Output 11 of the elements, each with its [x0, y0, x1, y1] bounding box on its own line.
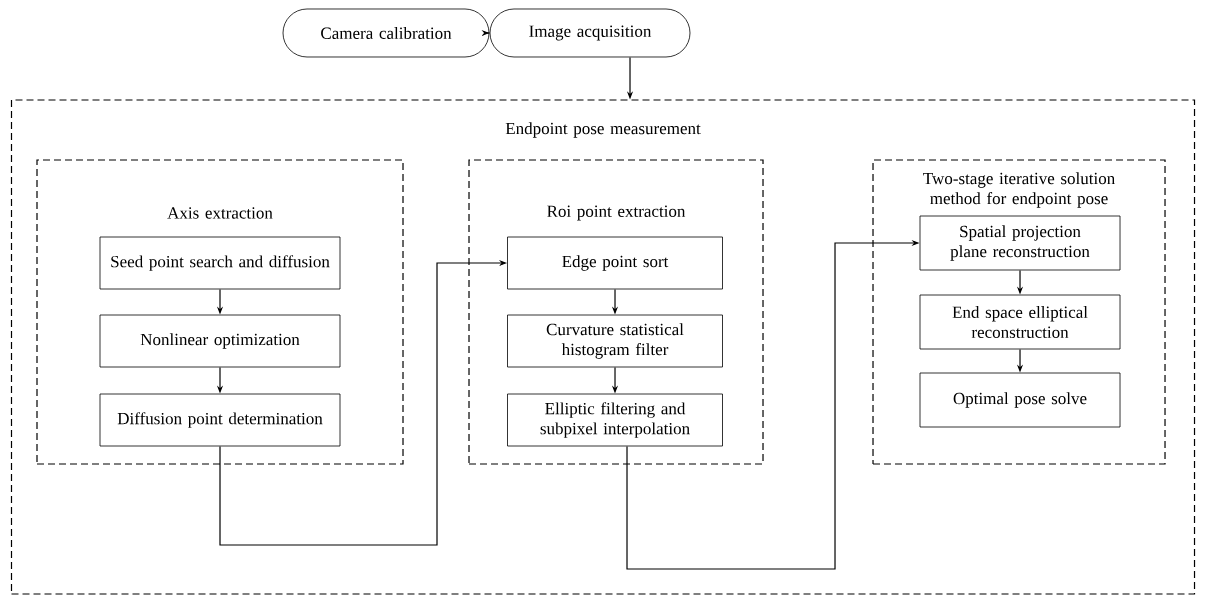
process-box: End space elliptical reconstruction	[919, 294, 1121, 350]
terminal-box: Image acquisition	[489, 8, 691, 58]
process-box: Spatial projection plane reconstruction	[919, 215, 1121, 271]
process-box: Nonlinear optimization	[99, 314, 341, 368]
process-box: Elliptic filtering and subpixel interpolation	[507, 393, 723, 447]
process-box: Curvature statistical histogram filter	[507, 314, 723, 368]
process-box: Seed point search and diffusion	[99, 236, 341, 290]
terminal-box: Camera calibration	[282, 8, 490, 58]
process-box: Diffusion point determination	[99, 393, 341, 447]
process-box: Edge point sort	[507, 236, 723, 290]
process-box: Optimal pose solve	[919, 372, 1121, 428]
